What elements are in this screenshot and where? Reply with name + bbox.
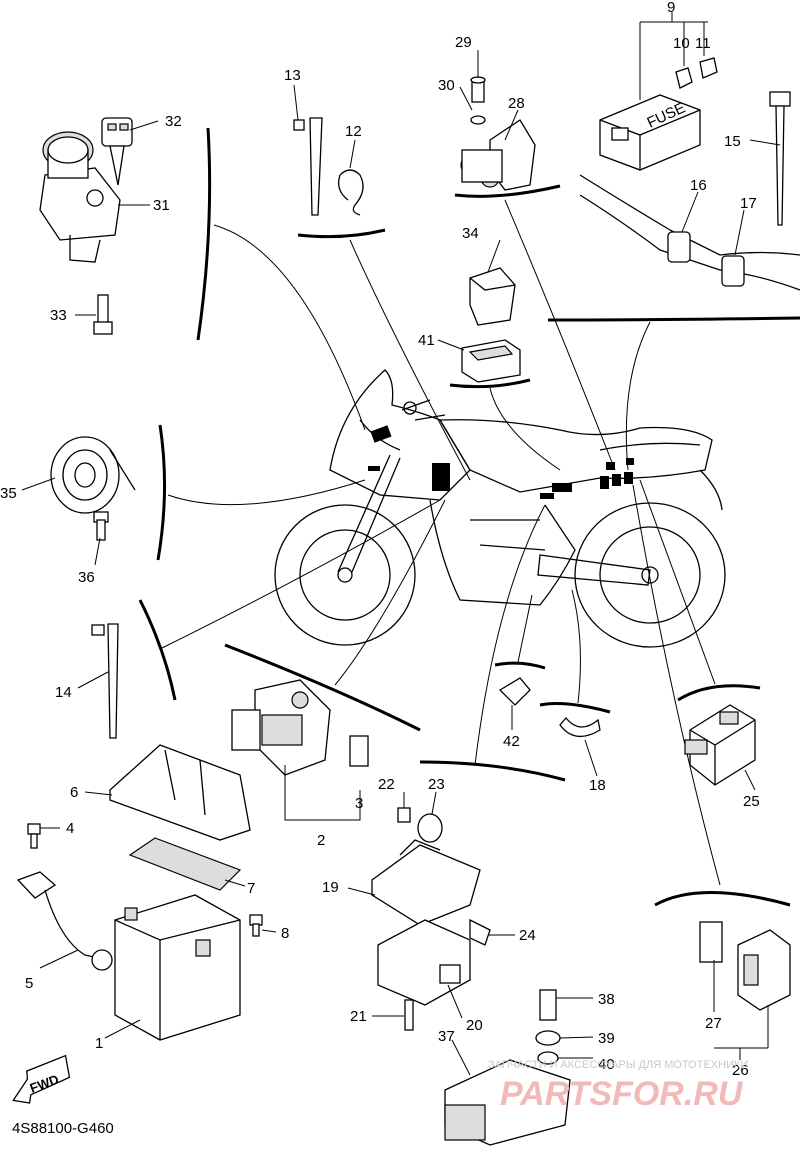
callout-41: 41	[418, 332, 435, 349]
callout-7: 7	[247, 880, 255, 897]
main-switch-part	[39, 131, 121, 263]
relay-connector-part	[699, 921, 791, 1011]
callout-27: 27	[705, 1015, 722, 1032]
callout-37: 37	[438, 1028, 455, 1045]
callout-11: 11	[695, 35, 711, 52]
callout-26: 26	[732, 1062, 749, 1079]
svg-text:PARTSFOR.RU: PARTSFOR.RU	[500, 1075, 744, 1113]
callout-36: 36	[78, 569, 95, 586]
callout-22: 22	[378, 776, 395, 793]
callout-17: 17	[740, 195, 757, 212]
callout-20: 20	[466, 1017, 483, 1034]
relay-part	[460, 76, 536, 191]
seat-sheet-part	[128, 837, 242, 891]
battery-band-part	[109, 744, 251, 841]
cdi-unit-part	[444, 989, 571, 1146]
callout-10: 10	[673, 35, 690, 52]
callout-42: 42	[503, 733, 520, 750]
callout-28: 28	[508, 95, 525, 112]
callout-32: 32	[165, 113, 182, 130]
callout-30: 30	[438, 77, 455, 94]
callout-15: 15	[724, 133, 741, 150]
callout-39: 39	[598, 1030, 615, 1047]
callout-23: 23	[428, 776, 445, 793]
callout-16: 16	[690, 177, 707, 194]
watermark-logo: ЗАПЧАСТИ И АКСЕССУАРЫ ДЛЯ МОТОТЕХНИКИ PA…	[488, 1059, 748, 1113]
label-leaders	[21, 12, 781, 1076]
callout-24: 24	[519, 927, 536, 944]
callout-18: 18	[589, 777, 606, 794]
callout-25: 25	[743, 793, 760, 810]
band-part	[769, 91, 791, 226]
callout-4: 4	[66, 820, 74, 837]
tie-part	[91, 623, 119, 739]
fuse-box-part: FUSE	[579, 94, 800, 291]
clamp-parts	[667, 231, 745, 287]
clip-part	[337, 169, 364, 216]
callout-21: 21	[350, 1008, 367, 1025]
relay-cover-part	[461, 339, 521, 383]
callout-34: 34	[462, 225, 479, 242]
callout-6: 6	[70, 784, 78, 801]
callout-numbers: 1 2 3 4 5 6 7 8 9 10 11 12 13 14 15 16 1…	[0, 0, 760, 1079]
callout-33: 33	[50, 307, 67, 324]
ground-lead-part	[16, 823, 113, 971]
callout-2: 2	[317, 832, 325, 849]
battery-part	[114, 894, 241, 1041]
horn-bolt-part	[93, 511, 109, 541]
svg-text:ЗАПЧАСТИ И АКСЕССУАРЫ ДЛЯ МОТО: ЗАПЧАСТИ И АКСЕССУАРЫ ДЛЯ МОТОТЕХНИКИ	[488, 1059, 748, 1071]
screw-part	[93, 294, 113, 335]
callout-9: 9	[667, 0, 675, 16]
ecu-bracket-part	[371, 807, 491, 1031]
group-leader-lines	[138, 127, 800, 907]
diagram-code: 4S88100-G460	[12, 1120, 114, 1137]
callout-3: 3	[355, 795, 363, 812]
terminal-bolt-part	[249, 914, 263, 937]
key-part	[101, 117, 133, 186]
callout-12: 12	[345, 123, 362, 140]
callout-35: 35	[0, 485, 17, 502]
forward-arrow-icon: FWD	[12, 1054, 71, 1104]
callout-38: 38	[598, 991, 615, 1008]
cable-tie-part	[293, 117, 323, 216]
callout-8: 8	[281, 925, 289, 942]
holder-part	[559, 716, 601, 737]
callout-14: 14	[55, 684, 72, 701]
grommet-part	[498, 677, 531, 706]
callout-29: 29	[455, 34, 472, 51]
callout-31: 31	[153, 197, 170, 214]
callout-40: 40	[598, 1056, 615, 1073]
callout-13: 13	[284, 67, 301, 84]
horn-part	[50, 436, 136, 514]
callout-19: 19	[322, 879, 339, 896]
connector-markers	[368, 425, 634, 499]
callout-5: 5	[25, 975, 33, 992]
turn-relay-part	[684, 704, 756, 786]
callout-1: 1	[95, 1035, 103, 1052]
fuse-parts	[675, 57, 718, 89]
starter-relay-part	[231, 679, 369, 821]
small-relay-part	[469, 267, 516, 326]
